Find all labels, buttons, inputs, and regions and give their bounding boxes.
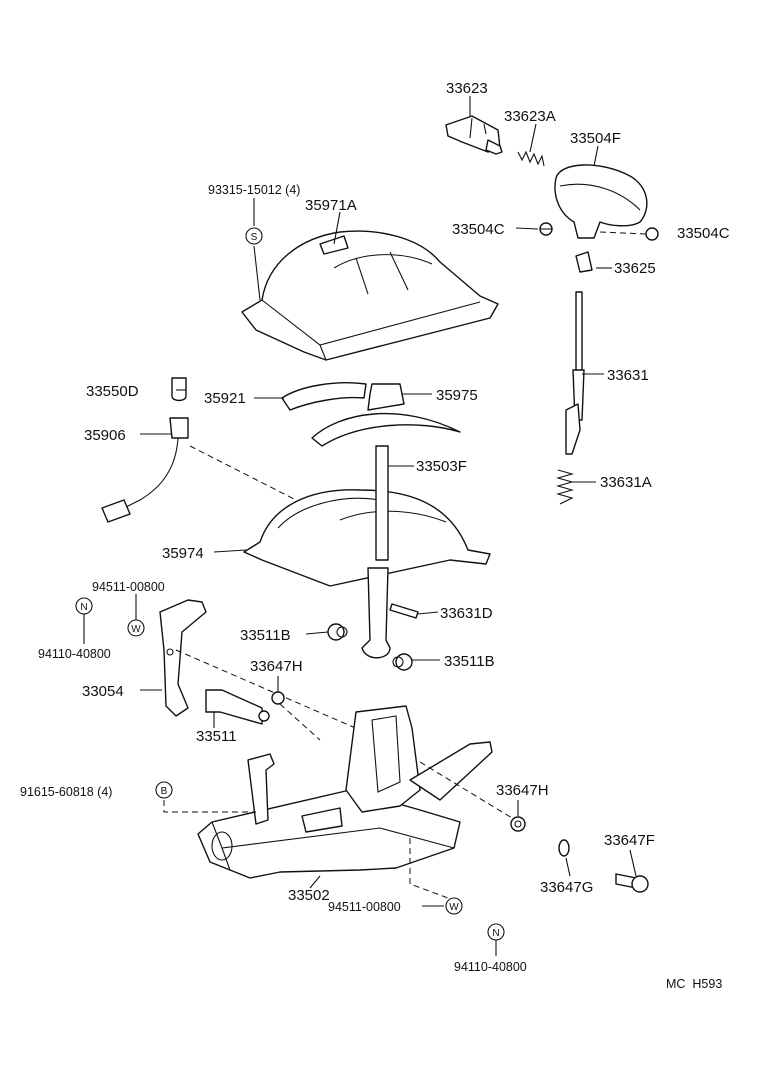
dash-screw-b <box>163 800 256 813</box>
push-button-33623 <box>445 115 503 155</box>
dash-nut-top <box>279 703 321 741</box>
indicator-plate-35921 <box>281 382 367 411</box>
label-33647H-top: 33647H <box>250 658 303 675</box>
pin-33647F <box>615 873 649 893</box>
svg-text:W: W <box>131 624 141 635</box>
bolt-33511 <box>205 689 270 725</box>
label-33631: 33631 <box>607 367 649 384</box>
label-33625: 33625 <box>614 260 656 277</box>
pin-33631D <box>389 603 419 619</box>
spring-33623A <box>517 150 545 167</box>
leader-lines <box>83 96 637 956</box>
screw-33504C-right <box>599 227 659 241</box>
label-33511B-right: 33511B <box>444 653 495 670</box>
label-35971A: 35971A <box>305 197 357 214</box>
bushing-33511B-right <box>392 653 413 671</box>
symbol-n-bottom: N <box>487 923 505 941</box>
label-33511B-left: 33511B <box>240 627 291 644</box>
symbol-n-top: N <box>75 597 93 615</box>
clip-33625 <box>575 251 593 273</box>
label-94511-00800-top: 94511-00800 <box>92 580 165 594</box>
nut-33647H-top <box>271 691 285 705</box>
label-33511: 33511 <box>196 728 237 745</box>
svg-text:B: B <box>161 786 168 797</box>
label-33647H-right: 33647H <box>496 782 549 799</box>
dash-washer-bottom <box>409 838 449 899</box>
label-35974: 35974 <box>162 545 204 562</box>
svg-text:W: W <box>449 902 459 913</box>
label-33647F: 33647F <box>604 832 655 849</box>
bulb-33550D <box>171 377 187 402</box>
washer-33647G <box>558 839 570 857</box>
nut-33647H-right <box>510 816 526 832</box>
socket-35906 <box>101 417 189 523</box>
label-35975: 35975 <box>436 387 478 404</box>
label-35906: 35906 <box>84 427 126 444</box>
svg-text:N: N <box>80 602 87 613</box>
screw-33504C-left <box>539 222 553 236</box>
label-33623: 33623 <box>446 80 488 97</box>
shift-knob-33504F <box>554 164 648 239</box>
spring-33631A <box>555 469 575 505</box>
label-33623A: 33623A <box>504 108 556 125</box>
bracket-33054 <box>159 599 207 717</box>
label-33631A: 33631A <box>600 474 652 491</box>
label-33503F: 33503F <box>416 458 467 475</box>
console-cover-35971A <box>241 230 499 361</box>
label-94110-40800-bottom: 94110-40800 <box>454 960 527 974</box>
label-33504F: 33504F <box>570 130 621 147</box>
svg-text:S: S <box>251 232 258 243</box>
symbol-w-top: W <box>127 619 145 637</box>
housing-35974 <box>243 489 491 587</box>
base-plate-33502 <box>197 705 493 879</box>
label-91615-60818: 91615-60818 (4) <box>20 785 112 799</box>
label-33054: 33054 <box>82 683 124 700</box>
shift-lever-33503F <box>361 445 391 659</box>
svg-text:N: N <box>492 928 499 939</box>
label-33631D: 33631D <box>440 605 493 622</box>
dash-bracket <box>175 649 361 731</box>
symbol-w-bottom: W <box>445 897 463 915</box>
label-33504C-right: 33504C <box>677 225 730 242</box>
label-33647G: 33647G <box>540 879 593 896</box>
label-35921: 35921 <box>204 390 246 407</box>
dash-socket-housing <box>189 445 297 501</box>
label-33502: 33502 <box>288 887 330 904</box>
symbol-b: B <box>155 781 173 799</box>
drawing-code: MC H593 <box>666 977 722 991</box>
shift-rod-33631 <box>565 291 585 455</box>
label-33550D: 33550D <box>86 383 139 400</box>
label-93315-15012: 93315-15012 (4) <box>208 183 300 197</box>
label-33504C-left: 33504C <box>452 221 505 238</box>
label-94511-00800-bottom: 94511-00800 <box>328 900 401 914</box>
symbol-s: S <box>245 227 263 245</box>
bushing-33511B-left <box>327 623 348 641</box>
label-94110-40800-top: 94110-40800 <box>38 647 111 661</box>
dash-nut-right <box>419 761 513 819</box>
